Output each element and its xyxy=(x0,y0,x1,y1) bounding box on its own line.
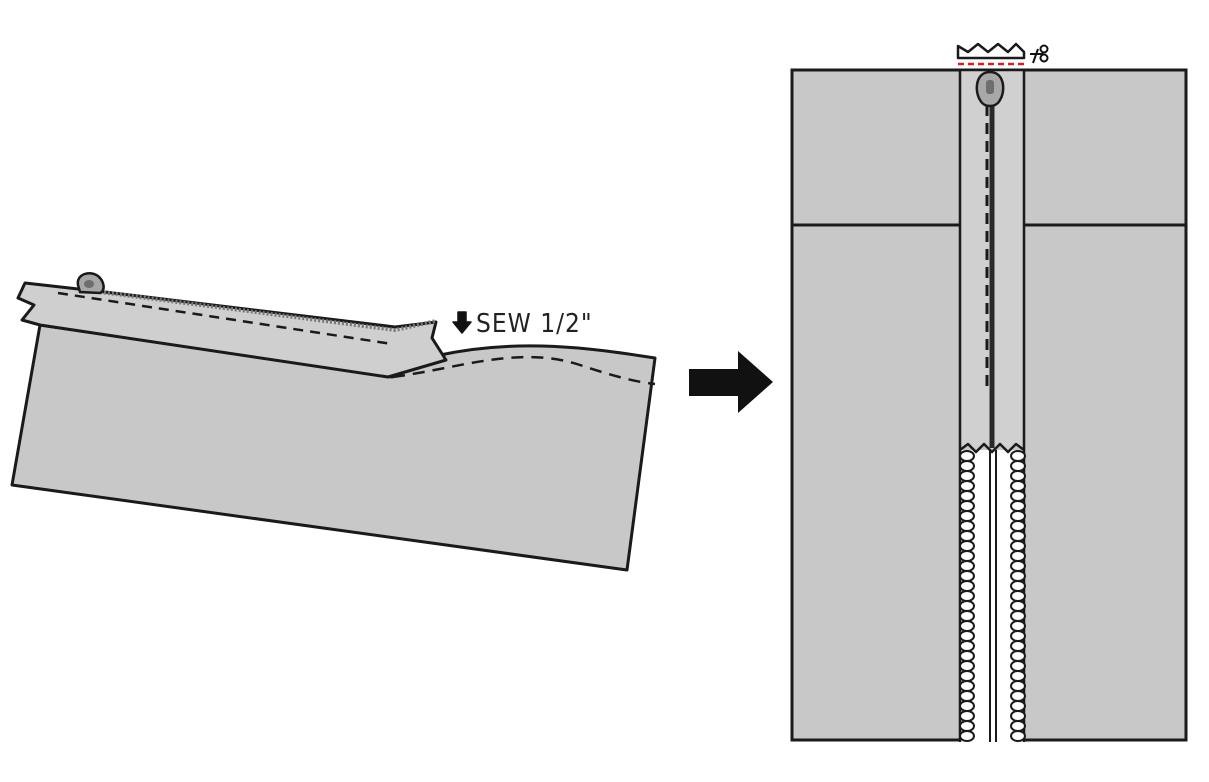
left-zipper-teeth xyxy=(959,450,975,742)
left-zipper-tooth xyxy=(959,530,975,542)
left-zipper-tooth xyxy=(959,490,975,502)
right-zipper-tooth xyxy=(1010,570,1026,582)
right-zipper-tooth xyxy=(1010,460,1026,472)
left-zipper-tooth xyxy=(959,580,975,592)
scissors-icon xyxy=(1030,44,1049,64)
right-zipper-tooth xyxy=(1010,630,1026,642)
right-zipper-tooth xyxy=(1010,580,1026,592)
right-zipper-tooth xyxy=(1010,710,1026,722)
left-zipper-tooth xyxy=(959,650,975,662)
right-arrow-icon xyxy=(689,351,773,413)
right-zipper-tooth xyxy=(1010,500,1026,512)
left-panel: SEW 1/2" xyxy=(10,272,657,572)
right-zipper-tooth xyxy=(1010,510,1026,522)
right-zipper-tooth xyxy=(1010,690,1026,702)
left-zipper-tooth xyxy=(959,600,975,612)
left-zipper-tooth xyxy=(959,610,975,622)
left-zipper-tooth xyxy=(959,710,975,722)
right-zipper-teeth xyxy=(1010,450,1026,742)
seam-stitch-line xyxy=(392,355,656,386)
right-zipper-tooth xyxy=(1010,720,1026,732)
left-zipper-tooth xyxy=(959,700,975,712)
zipper-teeth xyxy=(99,290,437,333)
left-zipper-tooth xyxy=(959,570,975,582)
right-zipper-tooth xyxy=(1010,470,1026,482)
fabric-piece xyxy=(10,323,657,572)
right-zipper-tooth xyxy=(1010,540,1026,552)
right-zipper-tooth xyxy=(1010,610,1026,622)
left-zipper-tooth xyxy=(959,640,975,652)
right-zipper-tooth xyxy=(1010,480,1026,492)
right-zipper-tooth xyxy=(1010,520,1026,532)
right-zipper-tooth xyxy=(1010,450,1026,462)
sew-instruction-label: SEW 1/2" xyxy=(476,309,593,339)
left-zipper-tooth xyxy=(959,550,975,562)
left-zipper-tooth xyxy=(959,520,975,532)
zipper-pull-hole xyxy=(986,80,994,94)
left-zipper-tooth xyxy=(959,660,975,672)
left-zipper-tooth xyxy=(959,540,975,552)
left-zipper-tooth xyxy=(959,500,975,512)
left-zipper-tooth xyxy=(959,730,975,742)
right-zipper-tooth xyxy=(1010,550,1026,562)
left-zipper-tooth xyxy=(959,630,975,642)
left-zipper-tooth xyxy=(959,560,975,572)
zipper-tape xyxy=(16,281,448,379)
left-zipper-tooth xyxy=(959,670,975,682)
left-zipper-tooth xyxy=(959,460,975,472)
left-zipper-tooth xyxy=(959,680,975,692)
right-zipper-tooth xyxy=(1010,620,1026,632)
right-zipper-tooth xyxy=(1010,490,1026,502)
right-zipper-tooth xyxy=(1010,600,1026,612)
right-zipper-tooth xyxy=(1010,700,1026,712)
right-zipper-tooth xyxy=(1010,670,1026,682)
down-arrow-icon xyxy=(452,311,472,334)
left-zipper-tooth xyxy=(959,590,975,602)
right-zipper-tooth xyxy=(1010,530,1026,542)
left-zipper-tooth xyxy=(959,620,975,632)
right-zipper-tooth xyxy=(1010,730,1026,742)
left-zipper-tooth xyxy=(959,480,975,492)
zipper-tape-stitch xyxy=(57,291,393,346)
right-zipper-tooth xyxy=(1010,590,1026,602)
right-zipper-tooth xyxy=(1010,640,1026,652)
right-zipper-tooth xyxy=(1010,660,1026,672)
left-zipper-tooth xyxy=(959,510,975,522)
left-zipper-tooth xyxy=(959,690,975,702)
zipper-pull-hole xyxy=(84,280,94,288)
left-zipper-tooth xyxy=(959,470,975,482)
right-zipper-tooth xyxy=(1010,650,1026,662)
right-zipper-tooth xyxy=(1010,560,1026,572)
right-panel xyxy=(790,42,1188,742)
right-zipper-tooth xyxy=(1010,680,1026,692)
left-zipper-tooth xyxy=(959,720,975,732)
zipper-excess-top xyxy=(956,42,1026,60)
left-zipper-tooth xyxy=(959,450,975,462)
